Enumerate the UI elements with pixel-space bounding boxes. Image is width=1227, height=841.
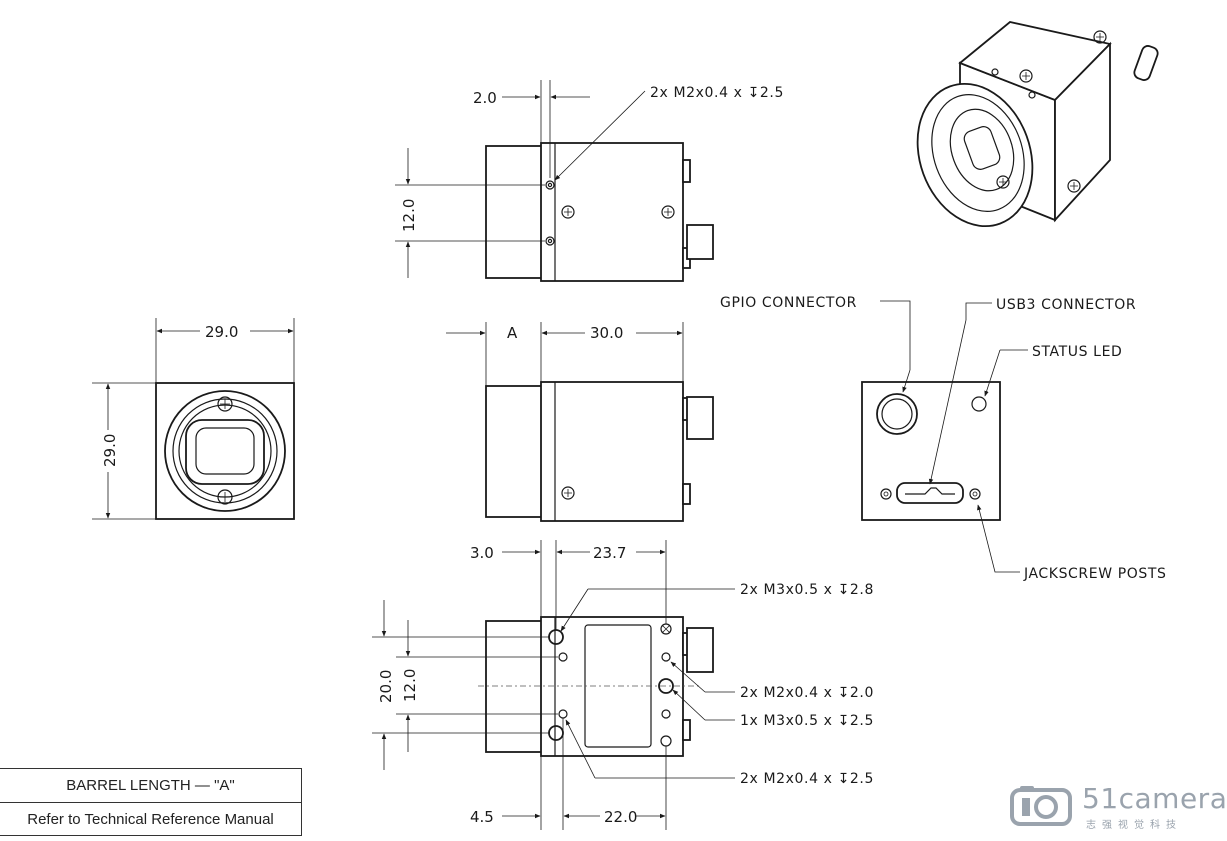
dim-body-length: 30.0 [590, 324, 623, 342]
dim-front-height: 29.0 [101, 434, 119, 467]
label-status-led: STATUS LED [1032, 344, 1122, 360]
dim-bottom-span-lower: 22.0 [604, 808, 637, 826]
barrel-length-label: BARREL LENGTH — "A" [66, 777, 235, 794]
rear-view [861, 300, 1028, 573]
dim-bottom-offset-left: 3.0 [470, 544, 494, 562]
note-bottom-m3-top: 2x M3x0.5 x ↧2.8 [740, 582, 874, 598]
note-top-m2: 2x M2x0.4 x ↧2.5 [650, 85, 784, 101]
dim-top-hole-pitch: 12.0 [400, 199, 418, 232]
dim-bottom-offset-lower: 4.5 [470, 808, 494, 826]
label-gpio-connector: GPIO CONNECTOR [720, 295, 857, 311]
label-jackscrew-posts: JACKSCREW POSTS [1023, 566, 1167, 582]
logo-brand-text: 51camera [1082, 782, 1227, 815]
reference-manual-note: Refer to Technical Reference Manual [0, 802, 301, 836]
front-view [92, 318, 295, 520]
note-bottom-m2-mid: 2x M2x0.4 x ↧2.0 [740, 685, 874, 701]
dim-bottom-height-inner: 12.0 [401, 669, 419, 702]
isometric-view [916, 21, 1159, 228]
label-usb3-connector: USB3 CONNECTOR [996, 297, 1136, 313]
top-view [395, 80, 714, 282]
dim-top-offset: 2.0 [473, 89, 497, 107]
camera-logo-icon [1010, 786, 1072, 826]
dim-barrel-length: A [507, 324, 518, 342]
dim-front-width: 29.0 [205, 323, 238, 341]
dim-bottom-span: 23.7 [593, 544, 626, 562]
bottom-view [372, 540, 735, 830]
barrel-length-table: BARREL LENGTH — "A" Refer to Technical R… [0, 768, 302, 836]
dim-bottom-height-outer: 20.0 [377, 670, 395, 703]
note-bottom-m2-low: 2x M2x0.4 x ↧2.5 [740, 771, 874, 787]
technical-drawing: 2.0 12.0 2x M2x0.4 x ↧2.5 29.0 29.0 [92, 21, 1167, 830]
note-bottom-m3-single: 1x M3x0.5 x ↧2.5 [740, 713, 874, 729]
side-view [446, 322, 714, 522]
logo-subtitle: 志强视觉科技 [1086, 820, 1182, 831]
brand-logo: 51camera 志强视觉科技 [1010, 782, 1227, 832]
